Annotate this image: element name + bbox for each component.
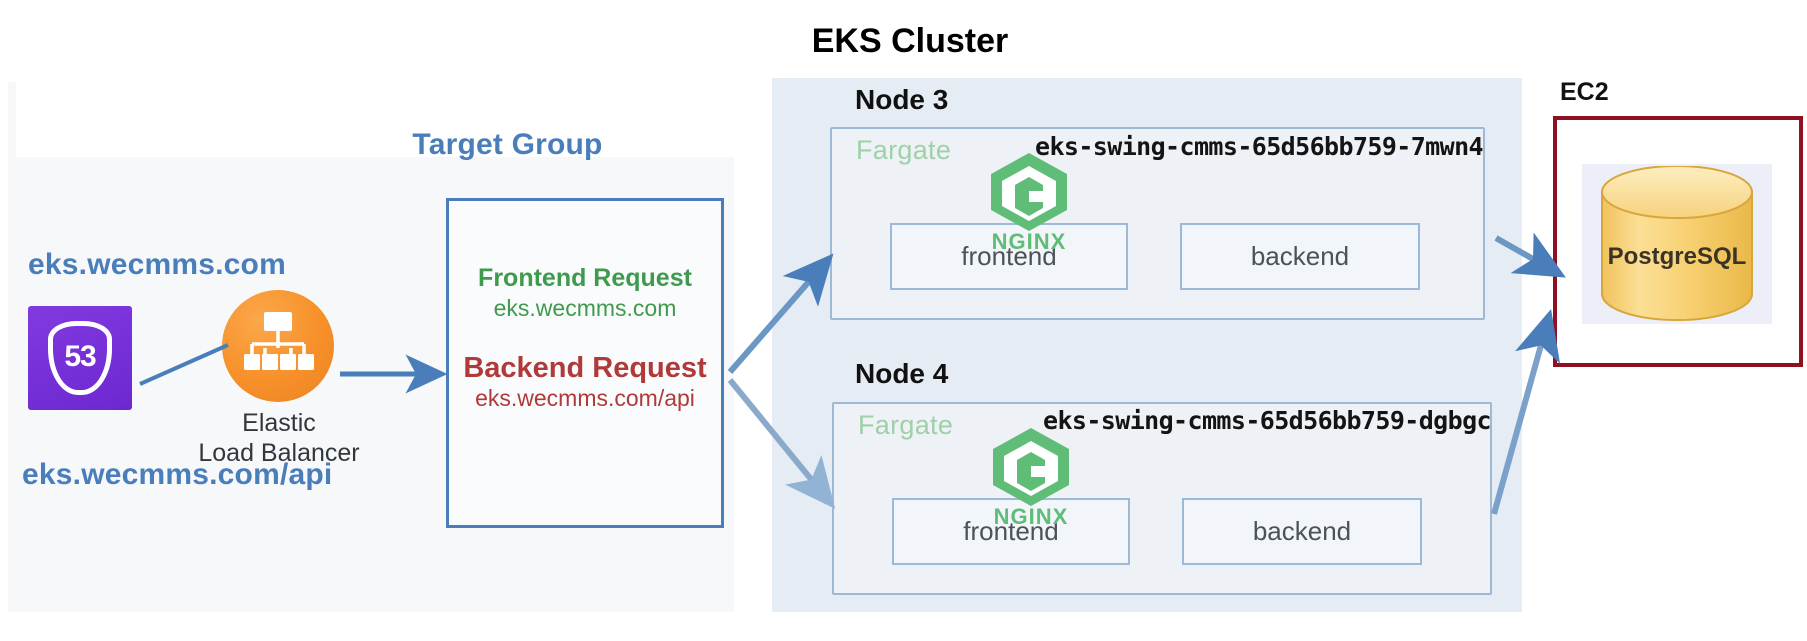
pod-name-node-3: eks-swing-cmms-65d56bb759-7mwn4 [1035,132,1484,161]
elastic-load-balancer-caption: Elastic Load Balancer [170,408,388,468]
frontend-rule-url: eks.wecmms.com [493,295,677,321]
frontend-rule-title: Frontend Request [478,264,692,292]
node-box-node-3[interactable]: Fargate frontend backend NGINX [830,127,1485,320]
pod-name-node-4: eks-swing-cmms-65d56bb759-dgbgc [1043,406,1492,435]
nginx-wordmark: NGINX [993,504,1069,529]
elastic-load-balancer-icon[interactable] [222,290,334,402]
fargate-label-node-4: Fargate [858,410,954,440]
elb-caption-line2: Load Balancer [198,439,360,467]
page-title: EKS Cluster [811,22,1009,60]
nginx-icon: NGINX [985,425,1077,533]
nginx-icon: NGINX [983,150,1075,258]
container-frontend-node-4[interactable]: frontend [892,498,1130,565]
node-label-node-4: Node 4 [855,358,949,389]
container-backend-node-4[interactable]: backend [1182,498,1422,565]
container-backend-node-3[interactable]: backend [1180,223,1420,290]
node-box-node-4[interactable]: Fargate frontend backend NGINX [832,402,1492,595]
public-domain-label: eks.wecmms.com [28,248,286,281]
public-zone-top-strip [16,82,734,157]
route53-shield-shape: 53 [48,321,112,395]
target-group-box[interactable]: Frontend Request eks.wecmms.com Backend … [446,198,724,528]
container-frontend-label-node-4: frontend [963,516,1059,546]
container-backend-label-node-4: backend [1252,516,1352,546]
fargate-label-node-3: Fargate [856,135,952,165]
ec2-label: EC2 [1560,78,1609,106]
route53-number: 53 [64,339,96,373]
backend-rule-url: eks.wecmms.com/api [475,385,695,411]
database-cylinder-icon [1601,166,1753,321]
elb-caption-line1: Elastic [242,409,316,437]
database-name-label: PostgreSQL [1607,243,1747,270]
target-group-title: Target Group [412,128,603,161]
target-group-rule-backend: Backend Request eks.wecmms.com/api [449,353,721,413]
container-frontend-node-3[interactable]: frontend [890,223,1128,290]
route53-icon[interactable]: 53 [28,306,132,410]
node-label-node-3: Node 3 [855,84,949,115]
api-domain-label: eks.wecmms.com/api [22,458,333,491]
nginx-wordmark: NGINX [991,229,1067,254]
target-group-rule-frontend: Frontend Request eks.wecmms.com [449,263,721,323]
container-backend-label-node-3: backend [1250,241,1350,271]
container-frontend-label-node-3: frontend [961,241,1057,271]
backend-rule-title: Backend Request [463,352,707,384]
